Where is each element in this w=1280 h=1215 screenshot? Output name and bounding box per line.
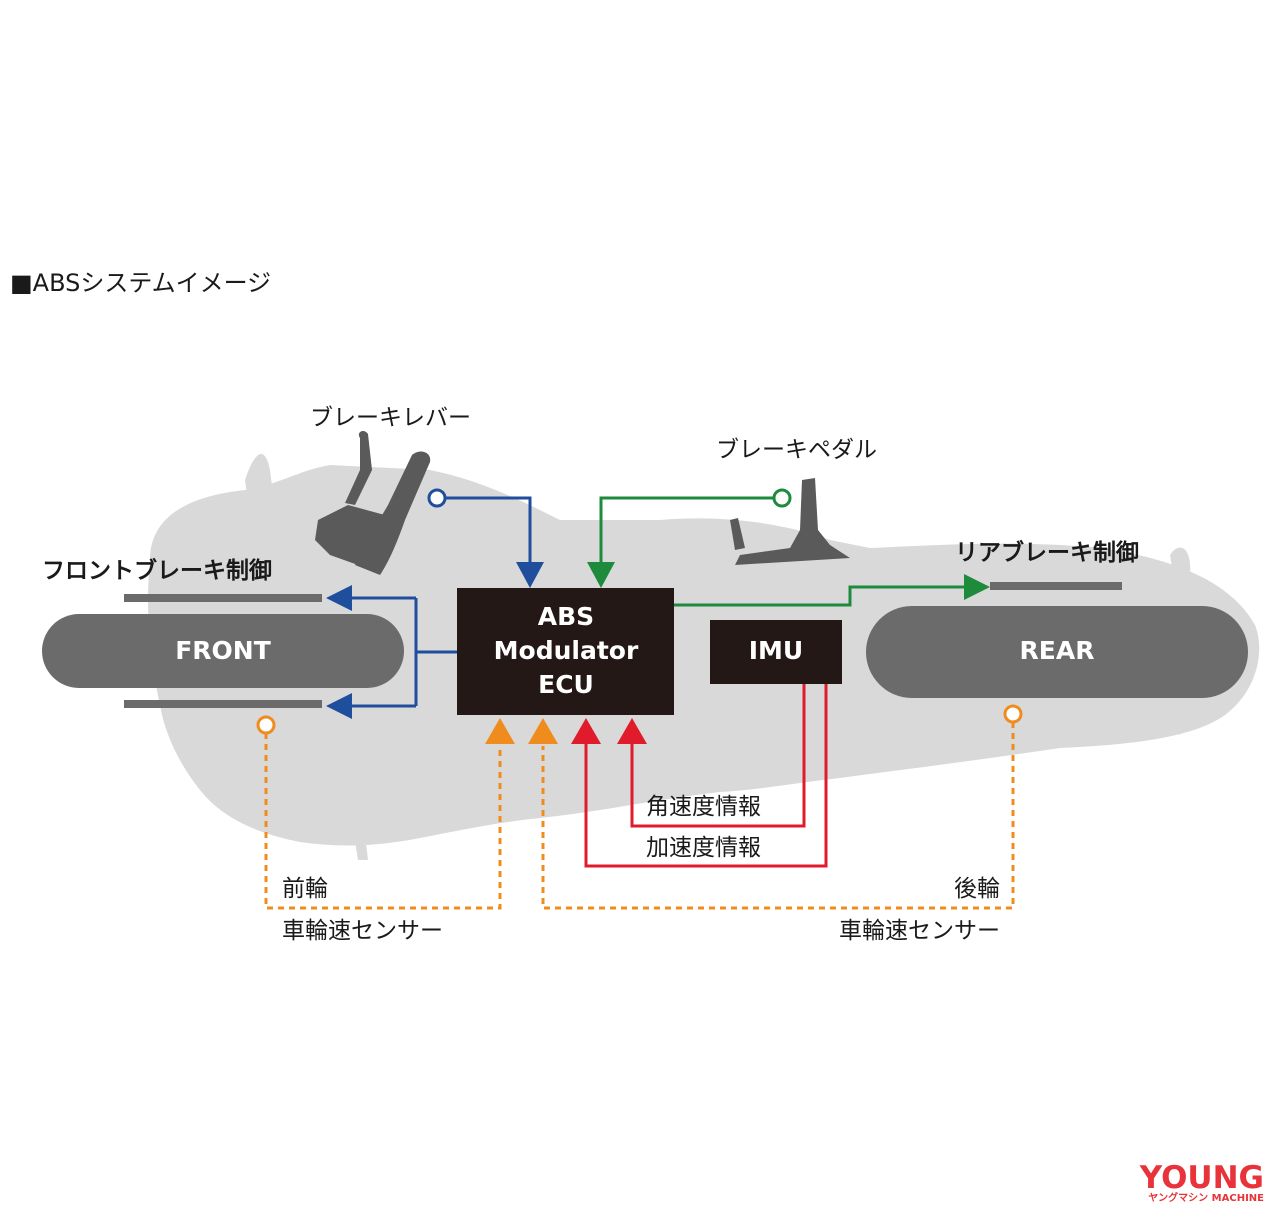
rear-wheel — [866, 606, 1248, 698]
front-wheel — [42, 614, 404, 688]
imu-label: IMU — [749, 636, 803, 665]
imu-box — [710, 620, 842, 684]
front-sensor-connector — [256, 715, 276, 735]
brake-lever-graphic — [315, 431, 431, 575]
front-brake-discs — [124, 594, 322, 708]
arrow-acceleration — [571, 718, 601, 744]
arrow-to-ecu-green — [587, 562, 615, 588]
wheel-speed-sensor-lines — [264, 722, 1015, 910]
diagram-title: ■ABSシステムイメージ — [10, 269, 271, 297]
brake-lever-connector — [427, 488, 447, 508]
brake-pedal-graphic — [730, 478, 850, 565]
young-machine-logo: YOUNG ヤングマシン MACHINE — [1139, 1160, 1264, 1204]
logo-main-text: YOUNG — [1139, 1160, 1264, 1196]
arrow-front-disc-upper — [326, 585, 352, 611]
logo-sub-text: ヤングマシン MACHINE — [1148, 1191, 1264, 1204]
rear-brake-disc — [990, 582, 1122, 590]
arrow-to-ecu-blue — [516, 562, 544, 588]
imu-signal-lines — [584, 684, 828, 868]
arrow-rear-disc — [964, 574, 990, 600]
front-sensor-position-label: 前輪 — [282, 876, 328, 902]
ecu-label-line1: ABS — [538, 602, 594, 631]
rear-sensor-connector — [1003, 704, 1023, 724]
brake-pedal-label: ブレーキペダル — [716, 437, 877, 463]
rear-sensor-name-label: 車輪速センサー — [839, 918, 1000, 944]
front-sensor-name-label: 車輪速センサー — [282, 918, 443, 944]
ecu-label-line3: ECU — [538, 670, 594, 699]
arrow-rear-sensor — [528, 718, 558, 744]
rear-brake-lines — [599, 496, 966, 607]
rear-brake-control-label: リアブレーキ制御 — [955, 539, 1139, 566]
arrow-angular-velocity — [617, 718, 647, 744]
ecu-label-line2: Modulator — [494, 636, 639, 665]
arrow-front-sensor — [485, 718, 515, 744]
acceleration-label: 加速度情報 — [646, 835, 761, 861]
motorcycle-silhouette — [148, 453, 1260, 860]
brake-pedal-connector — [772, 488, 792, 508]
front-brake-control-label: フロントブレーキ制御 — [42, 557, 272, 584]
front-wheel-label: FRONT — [175, 636, 271, 665]
angular-velocity-label: 角速度情報 — [646, 794, 761, 820]
front-brake-lines — [350, 496, 532, 708]
arrow-front-disc-lower — [326, 693, 352, 719]
abs-ecu-box — [457, 588, 674, 715]
rear-wheel-label: REAR — [1020, 636, 1095, 665]
brake-lever-label: ブレーキレバー — [310, 405, 471, 431]
rear-sensor-position-label: 後輪 — [954, 876, 1000, 902]
